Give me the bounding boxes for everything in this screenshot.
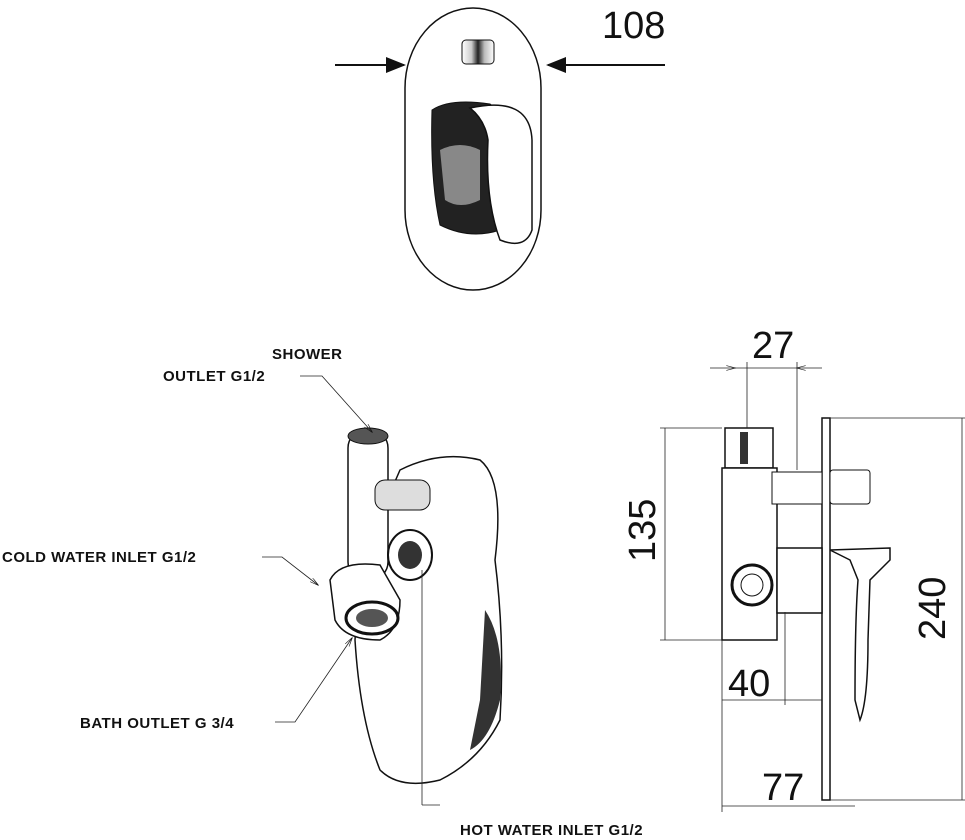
valve-body bbox=[721, 467, 778, 641]
dim-40: 40 bbox=[728, 663, 770, 705]
label-shower: SHOWER bbox=[272, 346, 343, 363]
front-view: 108 bbox=[335, 5, 665, 291]
label-cold-inlet: COLD WATER INLET G1/2 bbox=[2, 549, 196, 566]
dim-77: 77 bbox=[762, 767, 804, 809]
perspective-view: SHOWER OUTLET G1/2 COLD WATER INLET G1/2… bbox=[2, 346, 643, 839]
dim-135: 135 bbox=[622, 499, 664, 562]
diverter-body bbox=[374, 479, 431, 511]
label-bath-outlet: BATH OUTLET G 3/4 bbox=[80, 715, 234, 732]
side-view: 27 135 240 40 77 bbox=[622, 325, 965, 812]
lever-side bbox=[829, 547, 891, 723]
dim-240: 240 bbox=[912, 577, 954, 640]
cover-plate-side bbox=[354, 455, 503, 785]
plate-edge bbox=[470, 610, 501, 750]
diverter-knob-side bbox=[829, 469, 871, 505]
wall-plate bbox=[821, 417, 831, 801]
diverter-housing bbox=[724, 427, 774, 469]
dim-108: 108 bbox=[602, 5, 665, 47]
dim-27: 27 bbox=[752, 325, 794, 367]
label-hot-inlet: HOT WATER INLET G1/2 bbox=[460, 822, 643, 839]
label-shower-outlet: OUTLET G1/2 bbox=[163, 368, 265, 385]
lever-handle bbox=[468, 104, 533, 245]
lever-reflection bbox=[440, 145, 480, 205]
diverter-knob bbox=[461, 39, 495, 65]
